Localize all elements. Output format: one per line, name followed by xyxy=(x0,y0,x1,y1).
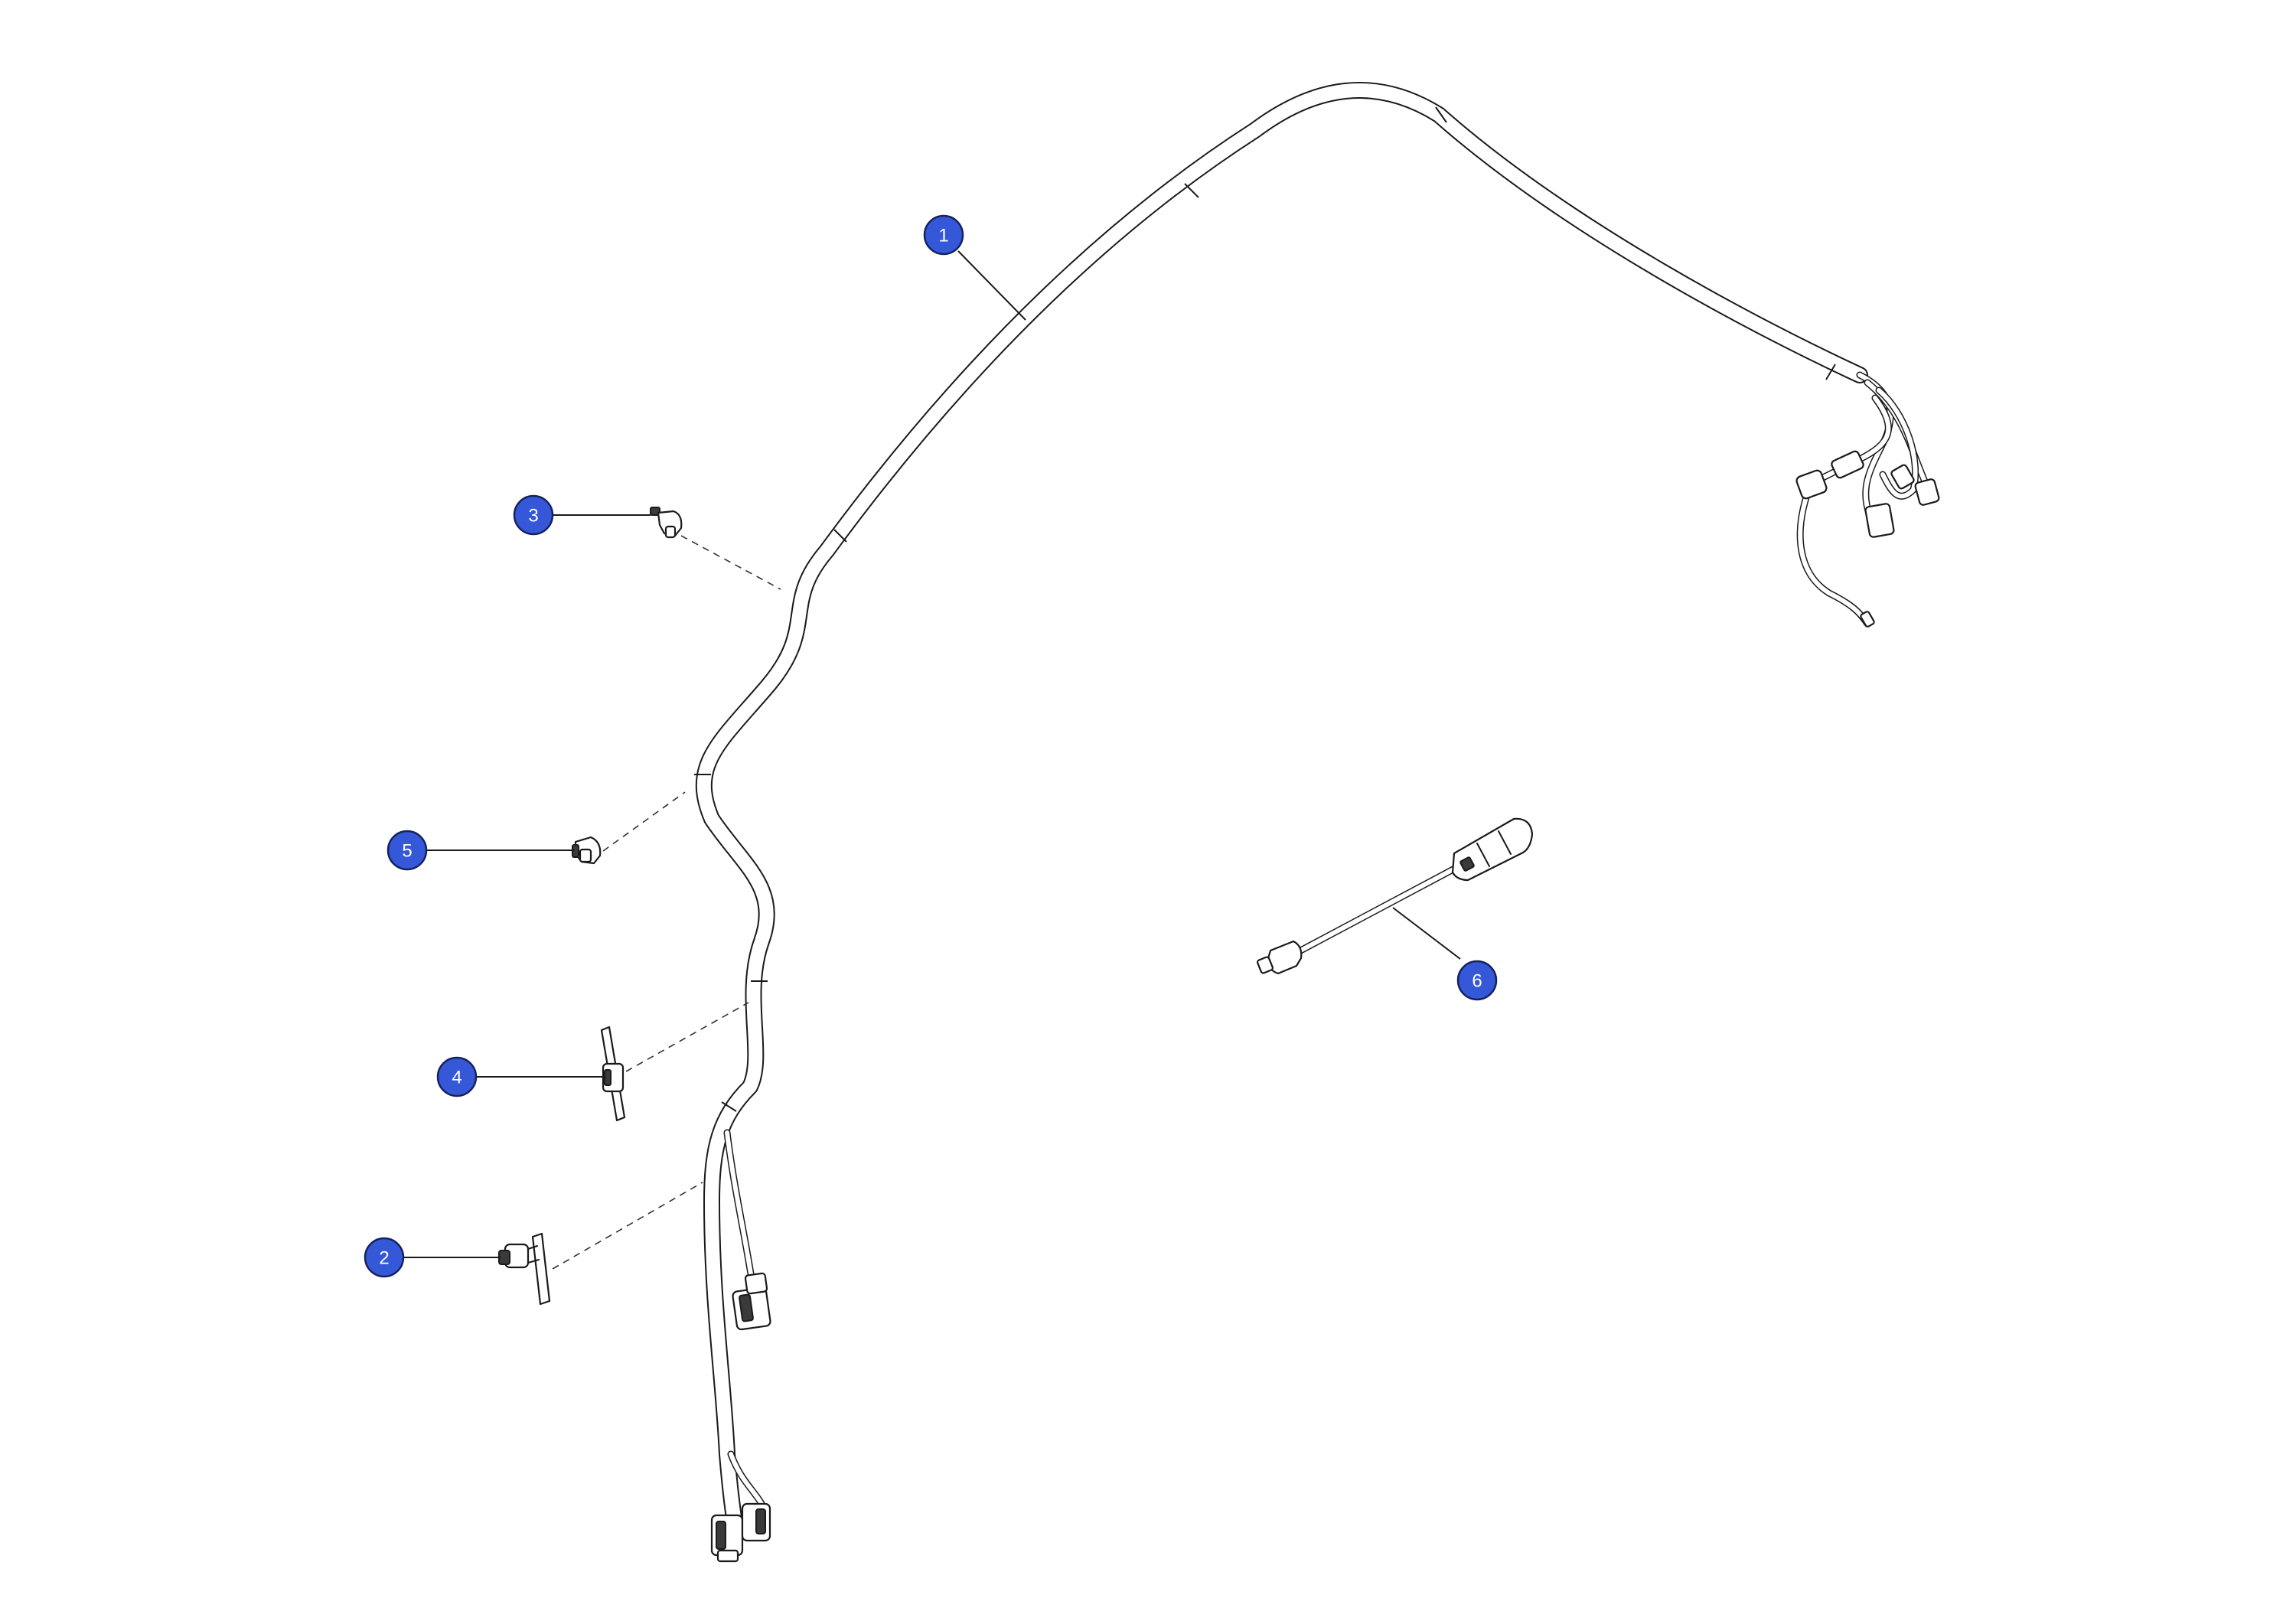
callout-label: 3 xyxy=(528,506,538,527)
jumper-harness-icon xyxy=(1257,817,1534,975)
callout-1[interactable]: 1 xyxy=(923,214,964,256)
callout-label: 1 xyxy=(938,226,948,246)
callout-3[interactable]: 3 xyxy=(513,494,554,536)
callout-marker xyxy=(386,830,428,871)
leader-lines xyxy=(403,250,1461,1258)
callout-6[interactable]: 6 xyxy=(1456,960,1498,1001)
strap-clip-icon xyxy=(600,1026,626,1122)
callout-5[interactable]: 5 xyxy=(386,830,428,871)
callout-label: 2 xyxy=(379,1248,389,1269)
callout-marker xyxy=(436,1056,478,1097)
callout-marker xyxy=(1456,960,1498,1001)
callout-label: 6 xyxy=(1472,971,1482,992)
wire-harness-icon xyxy=(694,82,1940,1563)
bracket-clip-icon xyxy=(498,1232,551,1306)
callout-label: 4 xyxy=(452,1068,461,1088)
retainer-clip-icon xyxy=(572,836,602,865)
callout-label: 5 xyxy=(402,841,412,862)
callout-marker xyxy=(364,1237,405,1278)
callout-4[interactable]: 4 xyxy=(436,1056,478,1097)
callout-2[interactable]: 2 xyxy=(364,1237,405,1278)
callout-marker xyxy=(923,214,964,256)
assembly-lines xyxy=(552,535,781,1270)
callout-marker xyxy=(513,494,554,536)
push-clip-icon xyxy=(650,507,683,539)
